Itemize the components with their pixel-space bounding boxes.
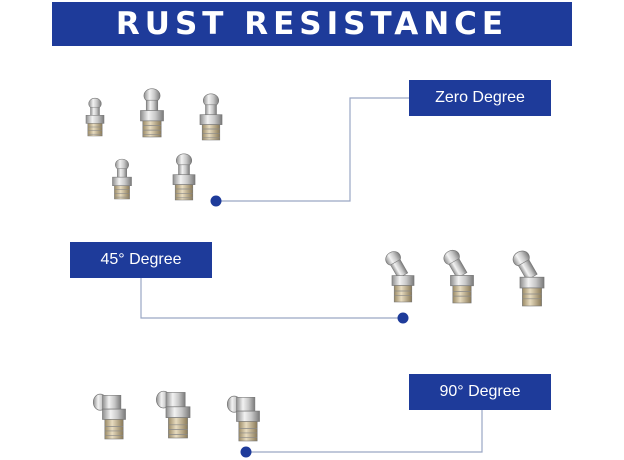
fitting-45-3	[509, 247, 545, 307]
connector-dot-zero-degree	[210, 195, 222, 207]
banner-title: RUST RESISTANCE	[115, 6, 509, 42]
fitting-straight-5	[172, 153, 196, 201]
connector-90-degree	[246, 410, 483, 453]
connector-45-degree	[140, 278, 403, 319]
connector-dot-45-degree	[397, 312, 409, 324]
fitting-45-2	[440, 247, 474, 304]
fitting-90-3	[226, 395, 260, 442]
fitting-90-1	[92, 393, 126, 440]
title-banner: RUST RESISTANCE	[52, 2, 572, 46]
connector-zero-degree	[216, 97, 409, 202]
label-90-degree-text: 90° Degree	[439, 383, 521, 400]
connector-dot-90-degree	[240, 446, 252, 458]
label-90-degree: 90° Degree	[409, 374, 551, 410]
fitting-straight-2	[140, 88, 164, 138]
label-45-degree: 45° Degree	[70, 242, 212, 278]
fitting-straight-1	[85, 97, 105, 137]
label-zero-degree: Zero Degree	[409, 80, 551, 116]
fitting-straight-3	[199, 93, 223, 141]
fitting-90-2	[156, 390, 191, 439]
fitting-straight-4	[112, 158, 132, 200]
label-zero-degree-text: Zero Degree	[435, 89, 525, 106]
fitting-45-1	[382, 248, 415, 303]
label-45-degree-text: 45° Degree	[100, 251, 182, 268]
